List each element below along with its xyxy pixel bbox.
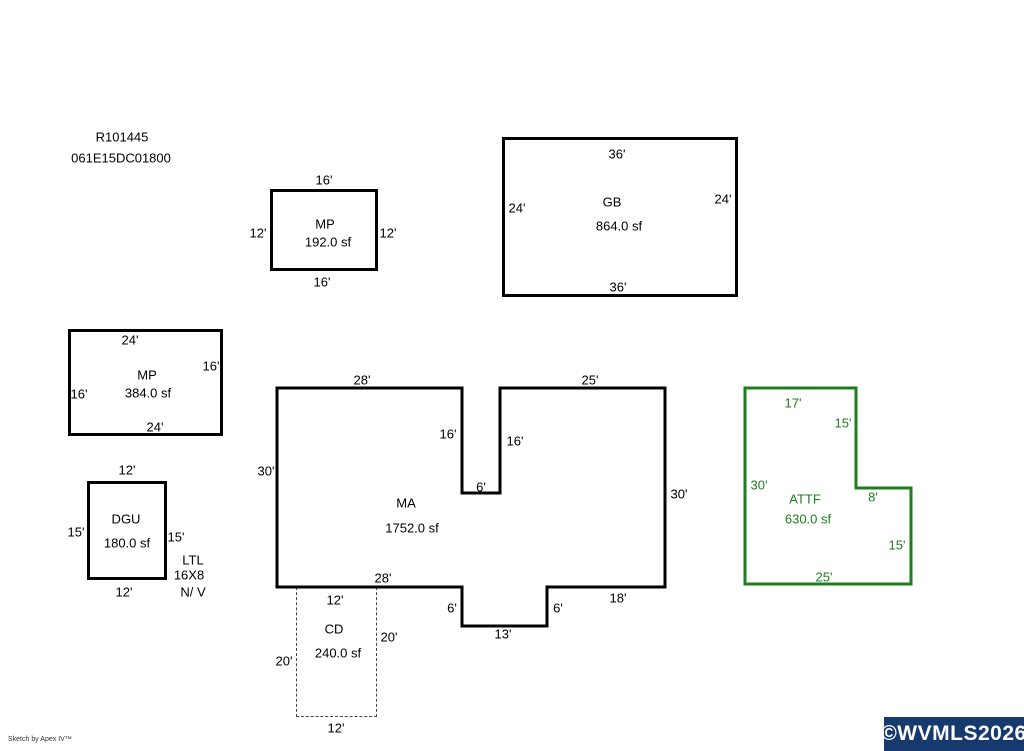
cd-dim-top: 12' <box>326 592 344 608</box>
mp2-dim-bottom: 24' <box>146 419 164 435</box>
mp2-dim-left: 16' <box>70 386 88 402</box>
mp2-name: MP <box>137 367 157 383</box>
mp2-dim-top: 24' <box>121 332 139 348</box>
mp1-dim-top: 16' <box>315 172 333 188</box>
dgu-dim-top: 12' <box>118 462 136 478</box>
tax-lot-id: 061E15DC01800 <box>71 150 171 166</box>
attf-dim-top: 17' <box>784 395 802 411</box>
attf-name: ATTF <box>789 491 821 507</box>
shape-cd-outline <box>296 587 377 717</box>
ma-dim-bump-left: 6' <box>447 600 457 616</box>
mp1-dim-bottom: 16' <box>313 274 331 290</box>
mls-watermark: ©WVMLS2026 <box>881 717 1024 751</box>
dgu-dim-left: 15' <box>67 524 85 540</box>
cd-area: 240.0 sf <box>314 645 362 661</box>
ma-dim-bottom-right: 18' <box>609 590 627 606</box>
dgu-area: 180.0 sf <box>103 535 151 551</box>
shape-ma-outline <box>275 386 667 628</box>
mls-watermark-text: ©WVMLS2026 <box>881 722 1024 745</box>
shape-dgu-outline <box>87 481 167 580</box>
gb-dim-right: 24' <box>714 191 732 207</box>
attf-dim-upper-right: 15' <box>834 415 852 431</box>
ma-name: MA <box>396 495 416 511</box>
parcel-id: R101445 <box>95 129 149 145</box>
dgu-name: DGU <box>111 511 141 527</box>
ma-dim-left: 30' <box>257 463 275 479</box>
ma-area: 1752.0 sf <box>385 520 439 536</box>
shape-gb-outline <box>502 137 738 297</box>
ma-dim-top-left: 28' <box>353 372 371 388</box>
attf-dim-bottom: 25' <box>815 569 833 585</box>
ma-dim-top-right: 25' <box>581 372 599 388</box>
ma-dim-bump-right: 6' <box>553 600 563 616</box>
attf-dim-left: 30' <box>750 477 768 493</box>
ma-dim-notch-left: 16' <box>439 426 457 442</box>
mp2-area: 384.0 sf <box>124 385 172 401</box>
mp1-dim-left: 12' <box>249 225 267 241</box>
attf-dim-lower-right: 15' <box>888 537 906 553</box>
mp2-dim-right: 16' <box>202 358 220 374</box>
shape-attf-outline <box>743 386 913 586</box>
ma-dim-bottom-left: 28' <box>374 570 392 586</box>
gb-dim-bottom: 36' <box>609 279 627 295</box>
cd-name: CD <box>324 621 344 637</box>
dgu-dim-bottom: 12' <box>115 584 133 600</box>
cd-dim-bottom: 12' <box>327 720 345 736</box>
dgu-dim-right: 15' <box>167 529 185 545</box>
gb-area: 864.0 sf <box>595 218 643 234</box>
ma-dim-right: 30' <box>670 486 688 502</box>
ma-dim-bump-bottom: 13' <box>494 626 512 642</box>
cd-dim-left: 20' <box>275 653 293 669</box>
apex-credit: Sketch by Apex IV™ <box>8 736 72 743</box>
mp1-area: 192.0 sf <box>304 234 352 250</box>
shape-mp1-outline <box>270 189 378 271</box>
attf-area: 630.0 sf <box>784 511 832 527</box>
gb-dim-left: 24' <box>508 200 526 216</box>
gb-name: GB <box>602 194 622 210</box>
shape-mp2-outline <box>68 329 223 436</box>
ltl-note: N/ V <box>180 584 206 600</box>
cd-dim-right: 20' <box>380 629 398 645</box>
ltl-name: LTL <box>182 552 204 568</box>
gb-dim-top: 36' <box>608 146 626 162</box>
ma-dim-notch-bottom: 6' <box>476 479 486 495</box>
ltl-size: 16X8 <box>173 567 205 583</box>
mp1-dim-right: 12' <box>379 225 397 241</box>
mp1-name: MP <box>315 216 335 232</box>
attf-dim-step: 8' <box>868 489 878 505</box>
ma-dim-notch-right: 16' <box>506 433 524 449</box>
